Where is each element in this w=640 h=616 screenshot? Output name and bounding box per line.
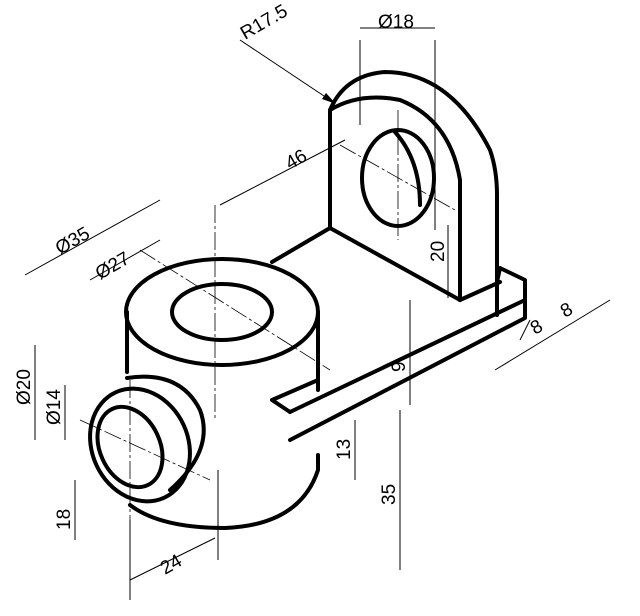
dim-9: 9 <box>389 361 410 372</box>
main-cylinder <box>124 257 320 530</box>
side-boss <box>88 374 206 504</box>
base-plate <box>270 226 527 442</box>
upright-plate <box>328 70 499 317</box>
dim-d35: Ø35 <box>52 223 94 259</box>
dim-35: 35 <box>379 484 400 505</box>
dim-8a: 8 <box>527 316 547 339</box>
dimension-labels: R17.5 Ø18 46 Ø35 Ø27 20 8 8 9 Ø20 Ø14 13… <box>14 1 577 580</box>
cylinder-bore <box>170 282 274 342</box>
dim-d18: Ø18 <box>378 12 414 33</box>
boss-hole <box>95 404 165 490</box>
dim-d27: Ø27 <box>92 248 134 284</box>
dim-20: 20 <box>428 241 449 262</box>
center-lines <box>79 110 456 520</box>
dim-d14: Ø14 <box>44 389 65 425</box>
dim-d20: Ø20 <box>14 369 35 405</box>
dim-13: 13 <box>334 439 355 460</box>
dim-18: 18 <box>54 509 75 530</box>
dimension-lines <box>24 27 611 600</box>
dim-8b: 8 <box>557 299 577 322</box>
dim-r17-5: R17.5 <box>237 1 291 45</box>
